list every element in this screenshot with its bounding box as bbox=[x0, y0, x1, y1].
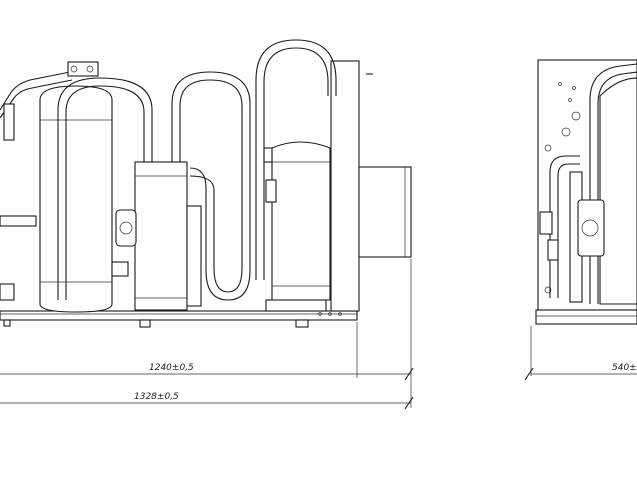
piping bbox=[0, 39, 337, 301]
side-base bbox=[535, 309, 637, 325]
dimension-tick bbox=[524, 367, 534, 381]
dimension-tick bbox=[404, 367, 414, 381]
dim-side-width: 540± bbox=[612, 363, 637, 373]
compressor bbox=[263, 141, 331, 312]
base-frame bbox=[0, 310, 358, 328]
dim-frame-length: 1240±0,5 bbox=[149, 363, 194, 373]
end-panel bbox=[330, 60, 373, 312]
fan-duct bbox=[358, 166, 412, 258]
side-view bbox=[535, 59, 637, 325]
dim-overall-length: 1328±0,5 bbox=[134, 392, 179, 402]
dimension-lines bbox=[0, 259, 637, 410]
front-view bbox=[0, 39, 412, 328]
heat-exchanger bbox=[115, 161, 202, 311]
side-tank bbox=[599, 77, 637, 305]
receiver-tank bbox=[39, 85, 129, 313]
dimension-labels: 1240±0,5 1328±0,5 540± bbox=[134, 363, 637, 402]
dimension-tick bbox=[404, 396, 414, 410]
